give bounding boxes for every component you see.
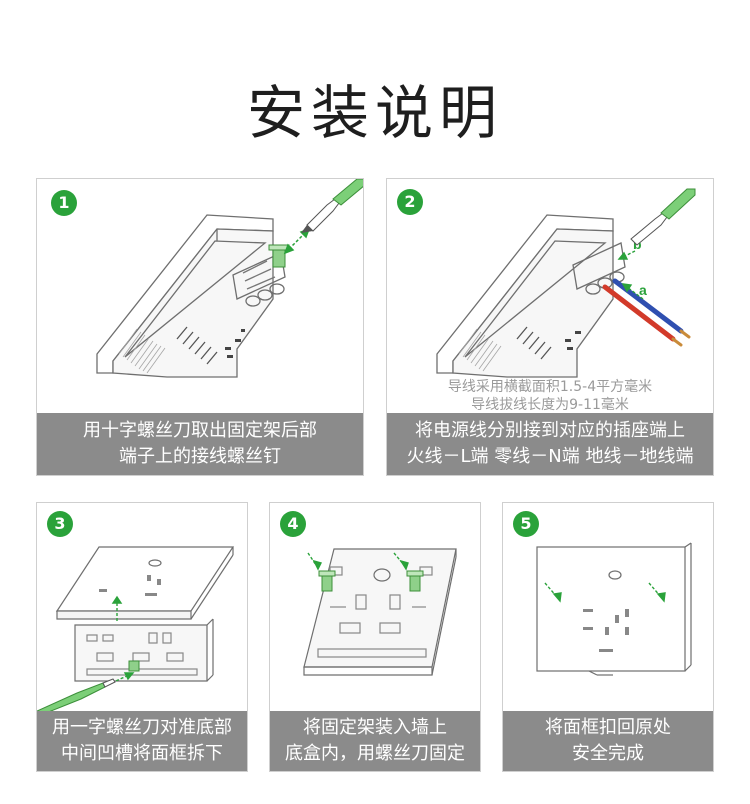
step-5-caption-line-2: 安全完成 bbox=[572, 743, 644, 764]
step-2-caption-line-1: 将电源线分别接到对应的插座端上 bbox=[415, 420, 685, 441]
step-3-badge: 3 bbox=[47, 511, 73, 537]
step-2-badge: 2 bbox=[397, 189, 423, 215]
page-title: 安装说明 bbox=[246, 79, 503, 147]
step-2-illustration: b a bbox=[436, 188, 696, 378]
step-1-caption: 用十字螺丝刀取出固定架后部 端子上的接线螺丝钉 bbox=[37, 413, 363, 475]
step-3-illustration bbox=[37, 546, 235, 713]
step-1-caption-line-1: 用十字螺丝刀取出固定架后部 bbox=[83, 420, 317, 441]
step-1-caption-line-2: 端子上的接线螺丝钉 bbox=[119, 446, 281, 467]
step-2-label-a: a bbox=[639, 282, 647, 298]
step-4-illustration bbox=[303, 548, 457, 676]
step-4-caption-line-2: 底盒内，用螺丝刀固定 bbox=[285, 743, 465, 764]
step-3-caption: 用一字螺丝刀对准底部 中间凹槽将面框拆下 bbox=[37, 711, 247, 771]
step-5-caption-line-1: 将面框扣回原处 bbox=[545, 717, 671, 738]
step-5-caption: 将面框扣回原处 安全完成 bbox=[503, 711, 713, 771]
step-3-panel: 3 bbox=[36, 502, 248, 772]
step-5-illustration bbox=[536, 542, 692, 676]
step-4-badge: 4 bbox=[280, 511, 306, 537]
step-1-badge: 1 bbox=[51, 190, 77, 216]
step-2-caption-line-2: 火线－L端 零线－N端 地线－地线端 bbox=[406, 446, 694, 467]
step-2-note-2: 导线拔线长度为9-11毫米 bbox=[471, 397, 629, 413]
step-1-panel: 1 bbox=[36, 178, 364, 476]
step-1-illustration bbox=[96, 179, 363, 378]
step-4-caption-line-1: 将固定架装入墙上 bbox=[303, 717, 447, 738]
step-4-panel: 4 将固定架装入墙 bbox=[269, 502, 481, 772]
step-3-caption-line-1: 用一字螺丝刀对准底部 bbox=[52, 717, 232, 738]
step-5-panel: 5 将面框扣回原处 安全完成 bbox=[502, 502, 714, 772]
step-2-note-1: 导线采用横截面积1.5-4平方毫米 bbox=[447, 379, 653, 395]
step-4-caption: 将固定架装入墙上 底盒内，用螺丝刀固定 bbox=[270, 711, 480, 771]
step-3-caption-line-2: 中间凹槽将面框拆下 bbox=[61, 743, 223, 764]
step-2-panel: 2 bbox=[386, 178, 714, 476]
step-5-badge: 5 bbox=[513, 511, 539, 537]
step-2-caption: 将电源线分别接到对应的插座端上 火线－L端 零线－N端 地线－地线端 bbox=[387, 413, 713, 475]
